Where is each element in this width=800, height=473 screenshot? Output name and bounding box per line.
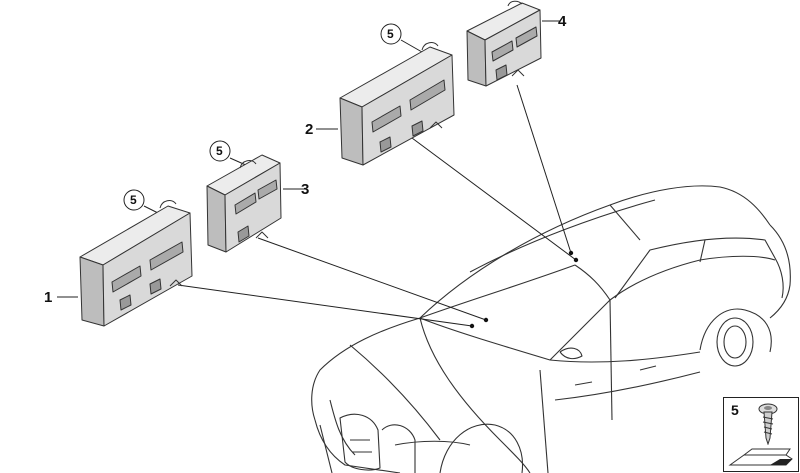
car-outline	[311, 185, 791, 473]
part-label-1: 1	[44, 289, 52, 306]
part-label-2: 2	[305, 121, 313, 138]
legend-item-tag[interactable]	[723, 445, 799, 472]
legend-item-number: 5	[731, 402, 739, 418]
legend-item-screw[interactable]: 5	[723, 397, 799, 447]
control-module-4[interactable]	[466, 0, 542, 87]
target-dot-3	[483, 317, 489, 323]
parts-legend: 5	[723, 397, 799, 473]
leader-line-4	[516, 84, 572, 254]
target-dot-2	[573, 257, 579, 263]
callout-label: 5	[130, 193, 137, 207]
leader-lines	[57, 20, 577, 327]
callout-label: 5	[387, 27, 394, 41]
target-points	[469, 250, 579, 329]
screw-callout-b: 5	[209, 140, 231, 162]
leader-line-1	[177, 284, 473, 327]
part-label-4: 4	[558, 13, 567, 30]
arrow-tag-icon	[728, 448, 793, 466]
screw-icon	[758, 403, 778, 446]
target-dot-1	[469, 323, 475, 329]
leader-line-3	[257, 237, 487, 321]
leader-line-2	[411, 137, 577, 261]
control-module-3[interactable]	[206, 154, 282, 253]
target-dot-4	[568, 250, 574, 256]
screw-callout-c: 5	[380, 23, 402, 45]
control-module-1[interactable]	[79, 200, 193, 327]
callout-label: 5	[216, 144, 223, 158]
screw-callout-a: 5	[123, 189, 145, 211]
part-label-3: 3	[301, 181, 309, 198]
control-module-2[interactable]	[339, 42, 455, 166]
